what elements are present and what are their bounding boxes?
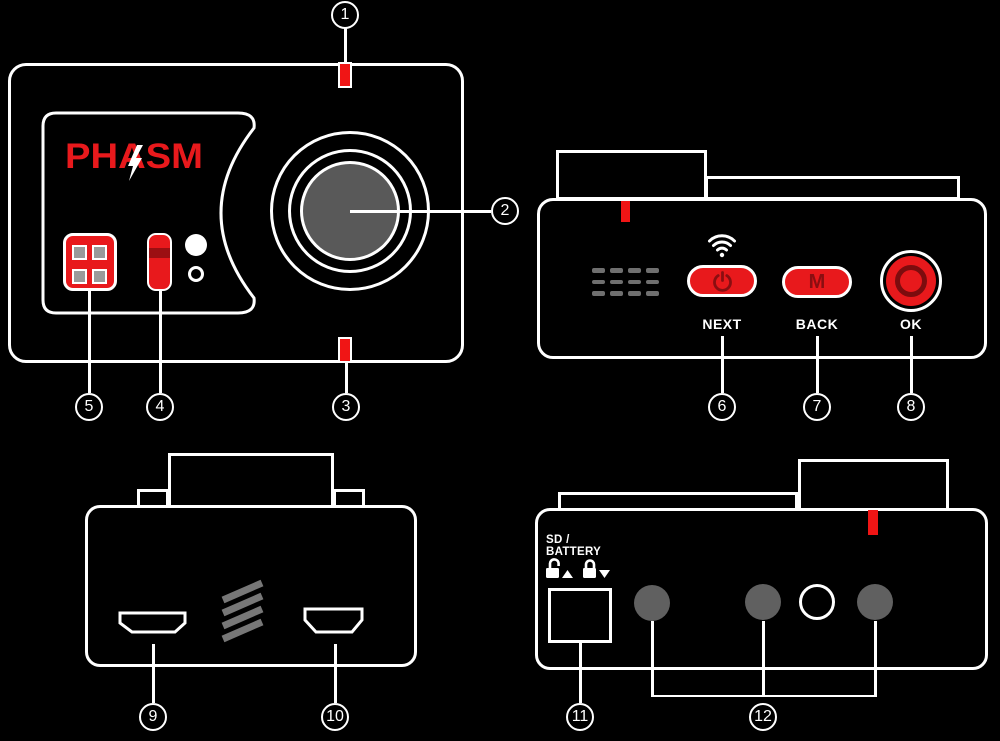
callout-6: 6 xyxy=(708,393,736,421)
lightning-bolt-icon xyxy=(128,145,143,181)
callout-line-1 xyxy=(344,28,347,62)
speaker-grille xyxy=(592,268,659,296)
wifi-icon xyxy=(708,234,736,258)
power-next-button xyxy=(687,265,757,297)
callout-line-11 xyxy=(579,643,582,703)
key-square xyxy=(72,245,87,260)
mini-hdmi-port xyxy=(303,607,364,634)
callout-5: 5 xyxy=(75,393,103,421)
key-square xyxy=(72,268,87,284)
callout-line-9 xyxy=(152,644,155,703)
callout-line-2 xyxy=(350,210,491,213)
mount-pad xyxy=(634,585,670,621)
callout-line-4 xyxy=(159,291,162,393)
tripod-socket-ring xyxy=(799,584,835,620)
callout-12-bracket-bar xyxy=(651,694,877,697)
callout-line-10 xyxy=(334,644,337,703)
callout-12-bracket-right xyxy=(874,621,877,697)
body-ledge-profile xyxy=(705,176,960,200)
ok-button-inner-ring xyxy=(895,265,927,297)
key-square xyxy=(92,245,107,260)
mode-back-button: M xyxy=(782,266,852,298)
slide-switch xyxy=(147,233,172,291)
key-square xyxy=(92,268,107,284)
callout-4: 4 xyxy=(146,393,174,421)
vent-stripes xyxy=(221,579,264,643)
lens-bump-side-profile xyxy=(168,453,334,508)
callout-12-bracket-middle xyxy=(762,621,765,697)
lock-icon xyxy=(583,559,596,578)
down-triangle-icon xyxy=(599,570,610,578)
bottom-view-alignment-tick xyxy=(868,510,878,535)
ok-label: OK xyxy=(900,316,922,332)
callout-11: 11 xyxy=(566,703,594,731)
power-icon xyxy=(712,270,732,292)
callout-line-7 xyxy=(816,336,819,393)
mount-pad xyxy=(745,584,781,620)
callout-8: 8 xyxy=(897,393,925,421)
callout-9: 9 xyxy=(139,703,167,731)
top-view-alignment-tick xyxy=(621,201,630,222)
ok-shutter-button xyxy=(880,250,942,312)
ok-button-red-cap xyxy=(886,256,936,306)
lock-legend xyxy=(546,558,610,578)
callout-2: 2 xyxy=(491,197,519,225)
mount-pad xyxy=(857,584,893,620)
sd-battery-door xyxy=(548,588,612,643)
indicator-dot-filled xyxy=(185,234,207,256)
callout-3: 3 xyxy=(332,393,360,421)
callout-1: 1 xyxy=(331,1,359,29)
bottom-alignment-tick xyxy=(338,337,352,363)
lens-bump-profile xyxy=(556,150,707,200)
bottom-bump-profile xyxy=(798,459,949,511)
callout-line-3 xyxy=(345,363,348,393)
callout-line-5 xyxy=(88,291,91,393)
callout-line-6 xyxy=(721,336,724,393)
grid-keypad-icon xyxy=(63,233,117,291)
up-triangle-icon xyxy=(562,570,573,578)
callout-12: 12 xyxy=(749,703,777,731)
slide-switch-band xyxy=(149,248,170,258)
callout-7: 7 xyxy=(803,393,831,421)
callout-10: 10 xyxy=(321,703,349,731)
hdmi-port xyxy=(118,611,187,634)
mode-button-glyph: M xyxy=(808,270,826,293)
next-label: NEXT xyxy=(702,316,742,332)
side-ports-group xyxy=(118,579,364,643)
back-label: BACK xyxy=(795,316,839,332)
indicator-dot-ring xyxy=(188,266,204,282)
callout-12-bracket-left xyxy=(651,621,654,697)
top-alignment-tick xyxy=(338,62,352,88)
callout-line-8 xyxy=(910,336,913,393)
sd-battery-label: SD / BATTERY xyxy=(546,534,602,558)
unlock-icon xyxy=(546,558,560,578)
